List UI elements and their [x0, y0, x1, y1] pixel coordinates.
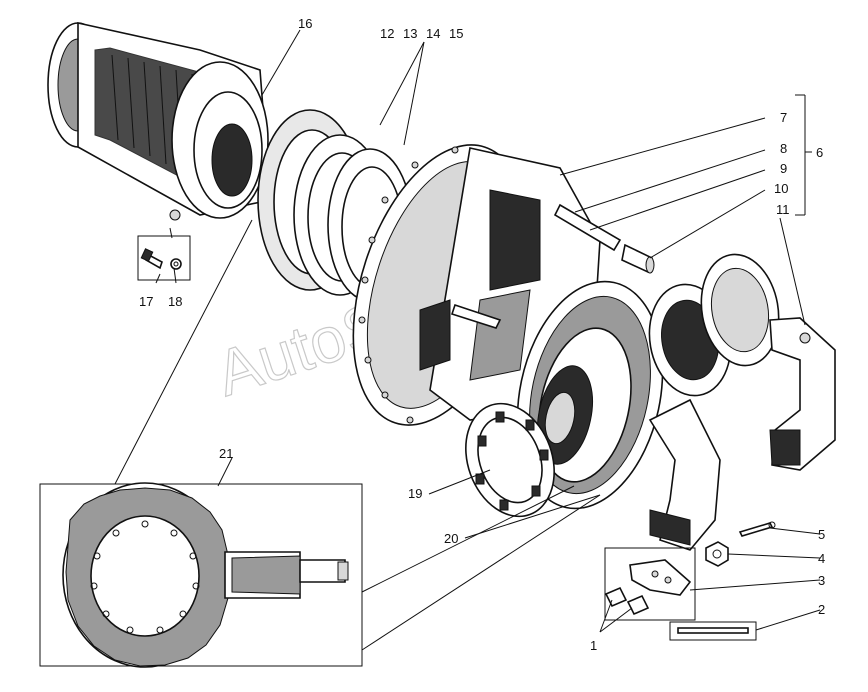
leader-lines [114, 29, 821, 651]
shim-plate-2 [669, 621, 757, 641]
callout-16: 16 [298, 16, 312, 31]
callout-12: 12 [380, 26, 394, 41]
callout-10: 10 [774, 181, 788, 196]
callout-4: 4 [818, 551, 825, 566]
right-bearing-assembly [648, 253, 780, 397]
shim-rings-12-15 [257, 109, 413, 302]
callout-3: 3 [818, 573, 825, 588]
pinion-housing-16 [47, 22, 271, 221]
callout-9: 9 [780, 161, 787, 176]
bearing-cap-11 [769, 317, 836, 471]
bolt-washer-17-18 [137, 235, 191, 281]
crown-gear-20 [516, 280, 664, 510]
callout-labels: 1 2 3 4 5 6 7 8 9 10 11 12 13 14 15 16 1… [139, 16, 825, 653]
callout-17: 17 [139, 294, 153, 309]
callout-11: 11 [776, 202, 790, 217]
callout-18: 18 [168, 294, 182, 309]
callout-8: 8 [780, 141, 787, 156]
locking-plate-3 [604, 547, 696, 621]
nut-10 [621, 243, 655, 274]
callout-13: 13 [403, 26, 417, 41]
bearing-ring-19 [465, 402, 555, 518]
bolts-1 [604, 586, 650, 616]
callout-1: 1 [590, 638, 597, 653]
callout-21: 21 [219, 446, 233, 461]
callout-5: 5 [818, 527, 825, 542]
callout-2: 2 [818, 602, 825, 617]
callout-14: 14 [426, 26, 440, 41]
callout-20: 20 [444, 531, 458, 546]
nut-cotter-4-5 [705, 521, 776, 567]
bearing-cap-lower [648, 398, 721, 551]
callout-6: 6 [816, 145, 823, 160]
callout-15: 15 [449, 26, 463, 41]
inset-gear-21 [39, 482, 363, 668]
callout-7: 7 [780, 110, 787, 125]
callout-19: 19 [408, 486, 422, 501]
